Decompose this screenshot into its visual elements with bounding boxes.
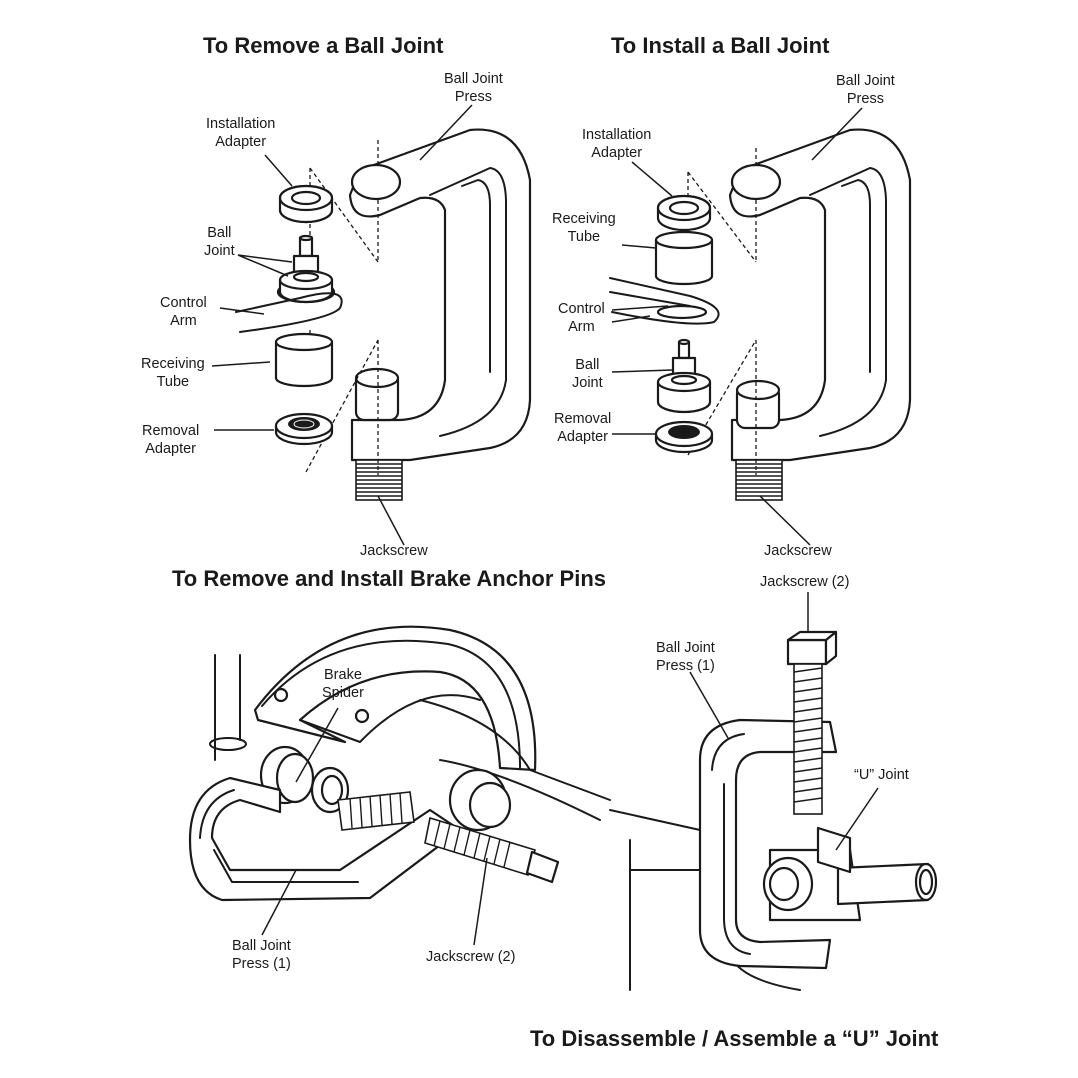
vehicle-frame-outline — [609, 809, 801, 991]
jackscrew-3 — [337, 768, 560, 884]
remove-ball-joint-illustration — [211, 104, 532, 546]
jackscrew-threads — [355, 459, 403, 501]
label-ball-joint-2: Ball Joint — [572, 357, 603, 391]
u-joint-part — [762, 826, 938, 922]
leader-lines-2 — [611, 107, 863, 546]
wheel-hub-outline — [209, 654, 247, 761]
removal-adapter-part-2 — [654, 420, 714, 454]
label-brake-spider: Brake Spider — [322, 667, 364, 701]
label-u-joint: “U” Joint — [854, 767, 909, 783]
label-installation-adapter: Installation Adapter — [206, 116, 276, 150]
leader-lines-4 — [689, 592, 879, 851]
ball-joint-press-frame — [348, 128, 532, 462]
leader-lines — [211, 104, 473, 546]
control-arm-part-2 — [609, 277, 720, 325]
label-receiving-tube: Receiving Tube — [141, 356, 205, 390]
removal-adapter-part — [274, 412, 334, 446]
label-removal-adapter-2: Removal Adapter — [554, 411, 612, 445]
u-joint-title: To Disassemble / Assemble a “U” Joint — [530, 1026, 939, 1051]
label-receiving-tube-2: Receiving Tube — [552, 211, 616, 245]
install-ball-joint-illustration — [609, 107, 912, 546]
label-jackscrew-4: Jackscrew (2) — [760, 574, 850, 590]
label-ball-joint-press-2: Ball Joint Press — [836, 73, 895, 107]
label-control-arm-2: Control Arm — [558, 301, 605, 335]
ball-joint-part-2 — [656, 338, 712, 414]
brake-shoe-drum — [253, 625, 611, 821]
install-ball-joint-title: To Install a Ball Joint — [611, 33, 830, 58]
press-frame-4 — [698, 718, 838, 970]
label-control-arm: Control Arm — [160, 295, 207, 329]
brake-anchor-illustration — [188, 625, 611, 946]
receiving-tube-part — [274, 332, 334, 388]
ball-joint-press-frame-2 — [728, 128, 912, 462]
u-joint-illustration — [609, 592, 938, 991]
ball-joint-part — [276, 234, 336, 304]
control-arm-part — [235, 292, 343, 333]
label-jackscrew-2: Jackscrew — [764, 543, 832, 559]
installation-adapter-part-2 — [656, 194, 712, 232]
jackscrew-4 — [786, 630, 838, 815]
leader-lines-3 — [261, 707, 488, 946]
remove-ball-joint-title: To Remove a Ball Joint — [203, 33, 444, 58]
jackscrew-threads-2 — [735, 459, 783, 501]
installation-adapter-part — [278, 184, 334, 224]
label-jackscrew: Jackscrew — [360, 543, 428, 559]
label-ball-joint-press-4: Ball Joint Press (1) — [656, 640, 715, 674]
receiving-tube-part-2 — [654, 230, 714, 286]
press-frame-3 — [188, 776, 462, 902]
label-ball-joint: Ball Joint — [204, 225, 235, 259]
label-jackscrew-3: Jackscrew (2) — [426, 949, 516, 965]
label-ball-joint-press-3: Ball Joint Press (1) — [232, 938, 291, 972]
label-installation-adapter-2: Installation Adapter — [582, 127, 652, 161]
brake-anchor-pins-title: To Remove and Install Brake Anchor Pins — [172, 566, 606, 591]
label-ball-joint-press: Ball Joint Press — [444, 71, 503, 105]
label-removal-adapter: Removal Adapter — [142, 423, 200, 457]
